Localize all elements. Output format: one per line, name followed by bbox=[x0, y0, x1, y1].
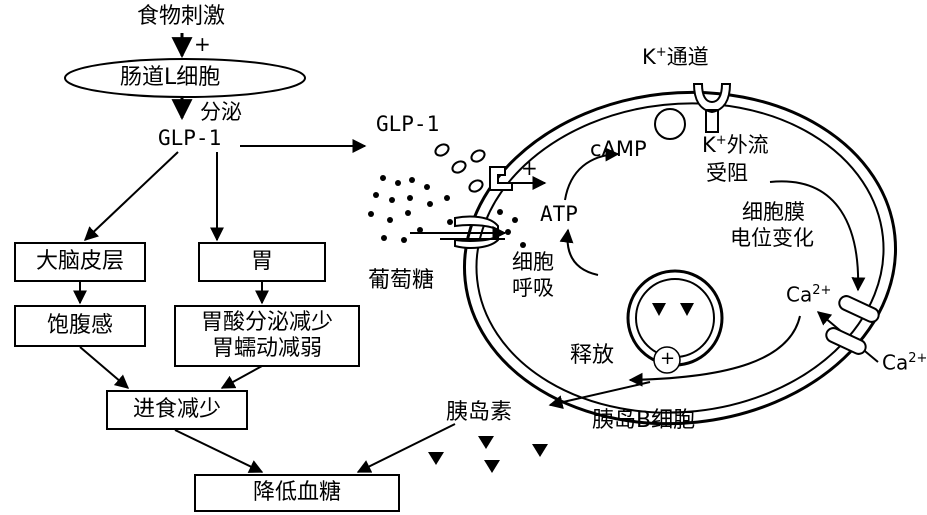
ca-outer-label: Ca2+ bbox=[882, 352, 927, 373]
arrow-release-to-insulin bbox=[548, 381, 651, 409]
k-channel-label-base: K bbox=[642, 45, 656, 69]
arrow-eatless-to-lower bbox=[174, 429, 264, 473]
ca-channel bbox=[825, 295, 880, 355]
membrane-label-2: 电位变化 bbox=[730, 226, 814, 250]
arrow-ca-to-release bbox=[628, 315, 801, 387]
k-efflux-line2: 受阻 bbox=[706, 161, 748, 185]
arrow-insulin-to-lower bbox=[356, 423, 456, 473]
ca-inner-label-base: Ca bbox=[786, 282, 813, 307]
box-satiety-text: 饱腹感 bbox=[46, 312, 113, 338]
arrow-glp1-to-brain bbox=[83, 151, 179, 241]
atp-label: ATP bbox=[540, 202, 578, 226]
glp1-cell-label: GLP-1 bbox=[376, 112, 440, 136]
arrow-k-to-membrane bbox=[769, 180, 866, 292]
stimulus-plus-sign: + bbox=[194, 32, 211, 56]
stimulus-label: 食物刺激 bbox=[137, 4, 226, 29]
arrow-respiration-to-atp bbox=[559, 228, 599, 276]
release-label: 释放 bbox=[570, 343, 615, 368]
box-lower-glucose: 降低血糖 bbox=[194, 474, 400, 512]
glucose-label: 葡萄糖 bbox=[368, 268, 435, 293]
ca-outer-label-base: Ca bbox=[882, 350, 909, 375]
ca-inner-label-sup: 2+ bbox=[812, 283, 832, 298]
glp1-left-label: GLP-1 bbox=[158, 126, 222, 150]
b-cell-outer-membrane bbox=[462, 90, 898, 426]
k-efflux-label: K+外流 bbox=[702, 134, 769, 156]
box-stomach-effect-line2: 胃蠕动减弱 bbox=[211, 336, 322, 361]
arrow-satiety-to-eatless bbox=[79, 346, 130, 389]
k-channel-label-sup: + bbox=[655, 45, 667, 60]
k-efflux-label-sup: + bbox=[715, 133, 727, 148]
secretion-label: 分泌 bbox=[200, 100, 242, 124]
k-channel-label: K+通道 bbox=[642, 46, 709, 68]
box-stomach: 胃 bbox=[198, 242, 326, 282]
arrow-effect-to-eatless bbox=[220, 365, 263, 389]
b-cell-label: 胰岛B细胞 bbox=[592, 408, 696, 433]
k-channel-label-rest: 通道 bbox=[666, 45, 709, 69]
b-cell-inner-membrane bbox=[475, 102, 885, 414]
respiration-label-1: 细胞 bbox=[512, 250, 554, 274]
box-stomach-text: 胃 bbox=[250, 248, 273, 274]
release-plus-sign: + bbox=[660, 348, 676, 369]
release-plus-circle bbox=[653, 346, 681, 374]
box-satiety: 饱腹感 bbox=[14, 305, 146, 347]
receptor-plus-sign: + bbox=[521, 156, 538, 180]
box-brain: 大脑皮层 bbox=[14, 242, 146, 282]
box-brain-text: 大脑皮层 bbox=[35, 248, 124, 274]
secreted-insulin bbox=[428, 436, 548, 473]
insulin-label: 胰岛素 bbox=[446, 400, 513, 425]
glucose-dots bbox=[368, 175, 526, 248]
k-efflux-label-rest: 外流 bbox=[726, 133, 769, 157]
glucose-transporter bbox=[410, 215, 507, 249]
ca-inner-label: Ca2+ bbox=[786, 284, 831, 305]
k-efflux-label-base: K bbox=[702, 133, 716, 157]
insulin-in-vesicle-1 bbox=[652, 303, 666, 316]
arrow-atp-to-camp bbox=[564, 147, 620, 201]
box-stomach-effect: 胃酸分泌减少 胃蠕动减弱 bbox=[174, 305, 360, 367]
box-eat-less-text: 进食减少 bbox=[132, 396, 221, 422]
membrane-label-1: 细胞膜 bbox=[742, 200, 805, 224]
ca-outer-label-sup: 2+ bbox=[908, 351, 927, 366]
insulin-in-vesicle-2 bbox=[680, 303, 694, 316]
box-stomach-effect-line1: 胃酸分泌减少 bbox=[200, 309, 333, 335]
box-eat-less: 进食减少 bbox=[106, 390, 248, 430]
l-cell-label: 肠道L细胞 bbox=[120, 65, 221, 90]
respiration-label-2: 呼吸 bbox=[512, 276, 554, 300]
glp1-receptor bbox=[489, 166, 513, 191]
camp-circle bbox=[654, 108, 686, 140]
camp-label: cAMP bbox=[590, 137, 647, 161]
glp1-particles bbox=[434, 143, 486, 193]
box-lower-glucose-text: 降低血糖 bbox=[252, 479, 341, 505]
k-channel-shape bbox=[692, 83, 732, 133]
l-cell-ellipse bbox=[64, 58, 306, 98]
